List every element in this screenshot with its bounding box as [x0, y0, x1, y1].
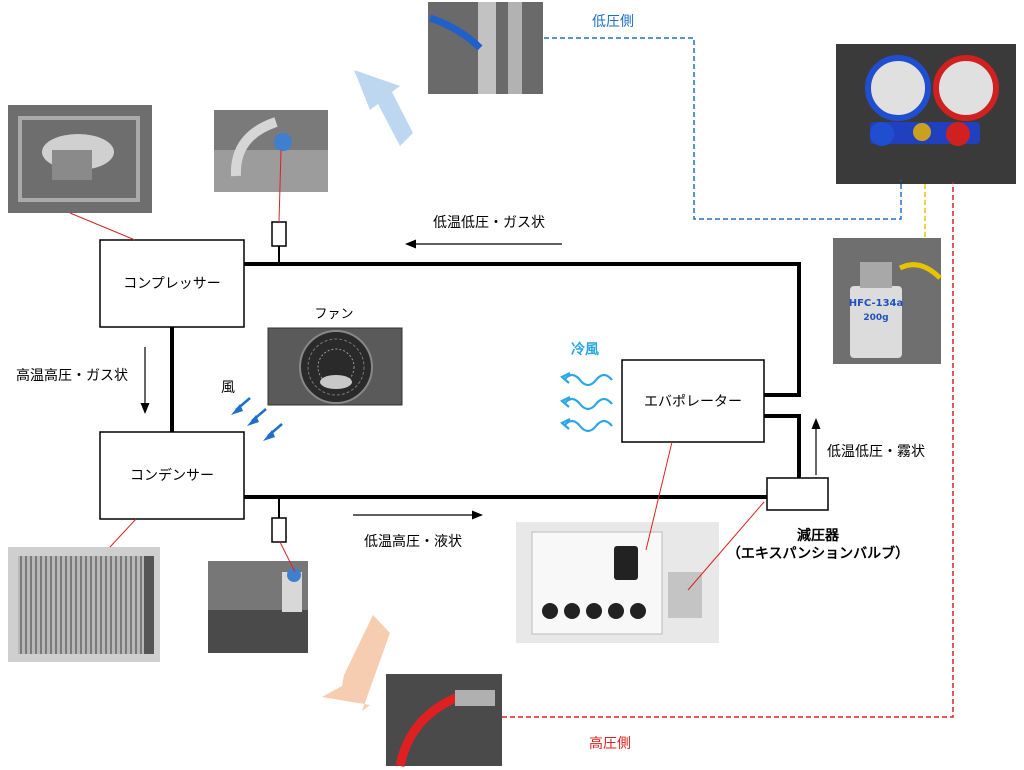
flow-label-left: 高温高圧・ガス状: [16, 367, 128, 384]
cold-air-label: 冷風: [571, 341, 599, 358]
fan-photo: [267, 327, 403, 406]
flow-arrow-top: [405, 239, 562, 249]
high-side-label: 高圧側: [589, 735, 631, 752]
compressor-box: コンプレッサー: [99, 239, 245, 328]
service-port-low: [271, 221, 287, 264]
gauge-manifold-photo: [836, 44, 1016, 184]
low-side-label: 低圧側: [592, 14, 634, 30]
refrigerant-can-photo: HFC-134a 200g: [833, 238, 942, 364]
low-side-dashed-line: [544, 37, 902, 220]
flow-arrow-left: [140, 347, 150, 414]
flow-arrow-right: [811, 418, 821, 475]
condenser-label: コンデンサー: [130, 467, 214, 484]
expansion-valve-sublabel: （エキスパンションバルブ）: [727, 545, 909, 562]
compressor-label: コンプレッサー: [123, 276, 221, 292]
wind-arrows: [231, 397, 283, 441]
flow-label-bottom: 低温高圧・液状: [364, 533, 462, 550]
flow-label-right: 低温低圧・霧状: [827, 444, 925, 460]
expansion-valve-label: 減圧器: [797, 527, 840, 544]
condenser-box: コンデンサー: [99, 431, 245, 520]
evaporator-photo: [516, 522, 719, 643]
low-side-hose-photo: [428, 2, 543, 94]
compressor-photo: [8, 105, 152, 213]
high-side-flow-arrow: [322, 615, 390, 711]
low-port-photo: [214, 110, 328, 192]
expansion-valve-box: [766, 477, 829, 511]
wind-label: 風: [221, 380, 235, 396]
refrigerant-pipes: [170, 262, 801, 499]
evaporator-box: エバポレーター: [621, 359, 765, 443]
refrigerant-can-weight: 200g: [863, 313, 888, 323]
service-port-high: [271, 497, 287, 543]
evaporator-label: エバポレーター: [644, 394, 742, 410]
cold-air-arrows: [560, 372, 613, 433]
high-side-dashed-line: [502, 182, 954, 718]
fan-label: ファン: [314, 307, 353, 322]
high-port-photo: [208, 561, 308, 653]
flow-arrow-bottom: [353, 510, 483, 520]
condenser-photo: [8, 547, 160, 662]
flow-label-top: 低温低圧・ガス状: [433, 215, 545, 231]
low-side-flow-arrow: [354, 70, 413, 146]
high-side-hose-photo: [386, 674, 502, 767]
refrigerant-can-text: HFC-134a: [849, 298, 904, 309]
